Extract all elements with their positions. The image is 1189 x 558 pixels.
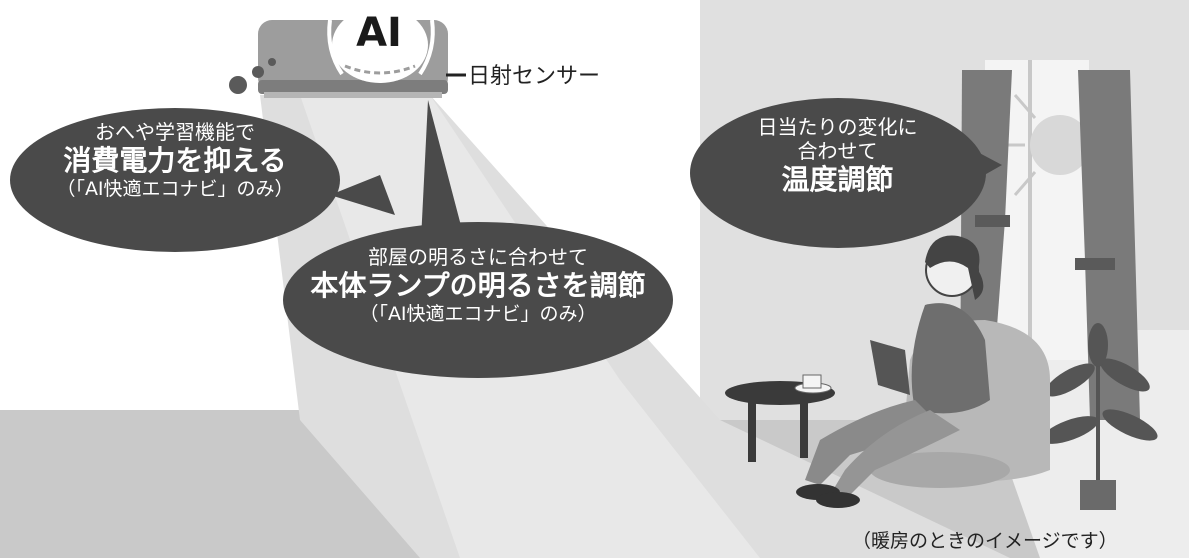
- bubble-left-line1: おへや学習機能で: [95, 120, 255, 144]
- window: [985, 60, 1090, 360]
- bubble-center-line3: （「AI快適エコナビ」のみ）: [359, 302, 597, 325]
- ai-badge: AI: [356, 10, 402, 56]
- thought-dot: [252, 66, 264, 78]
- bubble-right-line3: 温度調節: [781, 163, 894, 196]
- bubble-left-text: おへや学習機能で 消費電力を抑える （「AI快適エコナビ」のみ）: [20, 120, 330, 200]
- bubble-left-line2: 消費電力を抑える: [63, 144, 287, 177]
- bubble-right: [690, 98, 1002, 248]
- plant: [1041, 323, 1158, 510]
- bubble-center-line1: 部屋の明るさに合わせて: [368, 245, 588, 269]
- woman-reading: [796, 235, 990, 508]
- sensor-label: 日射センサー: [468, 64, 601, 89]
- bubble-left: [10, 108, 395, 252]
- thought-dot: [229, 76, 247, 94]
- thought-dot: [268, 58, 276, 66]
- bubble-center-line2: 本体ランプの明るさを調節: [310, 269, 646, 302]
- caption: （暖房のときのイメージです）: [852, 530, 1118, 552]
- bubble-center-text: 部屋の明るさに合わせて 本体ランプの明るさを調節 （「AI快適エコナビ」のみ）: [288, 245, 668, 325]
- bubble-left-line3: （「AI快適エコナビ」のみ）: [56, 177, 294, 200]
- side-table: [725, 374, 835, 462]
- sun-icon: [1030, 115, 1090, 175]
- air-conditioner: [258, 7, 448, 98]
- bubble-right-text: 日当たりの変化に 合わせて 温度調節: [705, 115, 970, 197]
- bubble-center: [283, 100, 673, 378]
- bubble-right-line2: 合わせて: [797, 139, 878, 163]
- bubble-right-line1: 日当たりの変化に: [757, 115, 918, 139]
